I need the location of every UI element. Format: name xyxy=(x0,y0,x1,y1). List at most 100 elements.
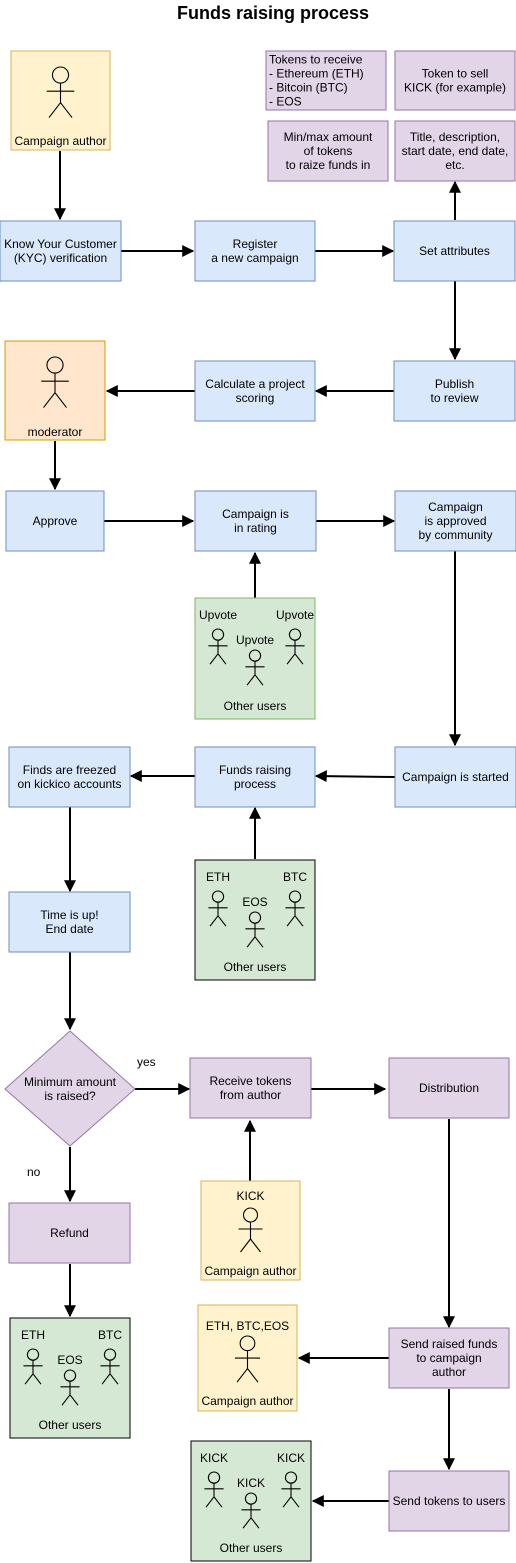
node-time-up: Time is up!End date xyxy=(8,891,131,953)
node-kyc: Know Your Customer(KYC) verification xyxy=(0,220,122,282)
node-send-tokens-box xyxy=(388,1470,510,1532)
node-register-line-1: Register xyxy=(233,237,278,251)
node-refund-line-1: Refund xyxy=(50,1226,89,1240)
yes-label: yes xyxy=(137,1055,156,1069)
node-approved-community-line-2: is approved xyxy=(424,514,486,528)
node-approved-community-line-3: by community xyxy=(418,528,492,542)
users-crypto-in-user-middle-icon xyxy=(245,911,265,948)
node-set-attributes: Set attributes xyxy=(393,220,516,282)
node-token-sell-line-2: KICK (for example) xyxy=(404,81,506,95)
node-calc-scoring-line-1: Calculate a project xyxy=(205,377,305,391)
node-in-rating: Campaign isin rating xyxy=(194,490,317,552)
node-refund-box xyxy=(8,1202,131,1264)
no-label: no xyxy=(27,1165,41,1179)
node-time-up-line-1: Time is up! xyxy=(40,908,98,922)
actor-author-kick-figure-icon xyxy=(238,1207,263,1253)
node-in-rating-box xyxy=(194,490,317,552)
users-crypto-in-caption: Other users xyxy=(224,960,287,974)
users-refund-user-left-icon xyxy=(23,1348,43,1385)
node-title-desc-line-2: start date, end date, xyxy=(402,144,509,158)
users-upvote-user-middle-icon xyxy=(245,649,265,686)
users-crypto-in-user-right-icon xyxy=(285,890,305,927)
users-kick-user-left-icon xyxy=(204,1471,224,1508)
node-tokens-receive-line-1: Tokens to receive xyxy=(269,53,363,67)
users-refund-caption: Other users xyxy=(39,1418,102,1432)
node-send-funds-box xyxy=(388,1327,510,1389)
node-send-funds-line-3: author xyxy=(432,1365,466,1379)
node-title-desc-line-3: etc. xyxy=(445,158,464,172)
node-send-tokens-line-1: Send tokens to users xyxy=(393,1494,506,1508)
node-finds-freezed-line-1: Finds are freezed xyxy=(23,763,116,777)
decision-diamond xyxy=(4,1030,136,1147)
node-send-tokens: Send tokens to users xyxy=(388,1470,510,1532)
users-upvote-middle-label: Upvote xyxy=(236,633,274,647)
users-refund-left-label: ETH xyxy=(21,1328,45,1342)
node-tokens-receive-line-4: - EOS xyxy=(269,95,302,109)
users-upvote-caption: Other users xyxy=(224,699,287,713)
node-receive-tokens-line-1: Receive tokens xyxy=(209,1074,291,1088)
actor-campaign-author: Campaign author xyxy=(10,50,111,151)
users-upvote-right-label: Upvote xyxy=(276,608,314,622)
users-kick-user-middle-icon xyxy=(241,1492,261,1529)
actor-campaign-author-caption: Campaign author xyxy=(14,134,106,148)
node-funds-raising-box xyxy=(194,746,316,808)
node-tokens-receive-line-2: - Ethereum (ETH) xyxy=(269,67,364,81)
node-kyc-line-1: Know Your Customer xyxy=(4,237,117,251)
node-min-raised-line-1: Minimum amount xyxy=(24,1075,117,1089)
users-upvote-left-label: Upvote xyxy=(199,608,237,622)
node-approve-line-1: Approve xyxy=(33,514,78,528)
node-time-up-box xyxy=(8,891,131,953)
node-publish-box xyxy=(393,360,516,422)
node-approve-box xyxy=(5,490,105,552)
node-send-funds-line-1: Send raised funds xyxy=(401,1337,498,1351)
node-distribution-line-1: Distribution xyxy=(419,1081,479,1095)
users-crypto-in-left-label: ETH xyxy=(206,870,230,884)
node-kyc-box xyxy=(0,220,122,282)
node-distribution-box xyxy=(388,1057,510,1119)
node-kyc-line-2: (KYC) verification xyxy=(14,251,107,265)
actor-moderator: moderator xyxy=(4,340,106,441)
actor-author-funds-caption: Campaign author xyxy=(201,1394,293,1408)
users-upvote-user-right-icon xyxy=(285,628,305,665)
node-receive-tokens-line-2: from author xyxy=(220,1088,281,1102)
node-campaign-started-box xyxy=(394,746,516,808)
node-receive-tokens-box xyxy=(189,1057,312,1119)
node-publish-line-1: Publish xyxy=(435,377,474,391)
users-crypto-in-user-left-icon xyxy=(208,890,228,927)
node-token-sell-box xyxy=(394,50,516,111)
node-tokens-receive: Tokens to receive- Ethereum (ETH)- Bitco… xyxy=(265,50,387,111)
node-approved-community-box xyxy=(394,490,516,552)
node-in-rating-line-2: in rating xyxy=(234,521,277,535)
actor-author-funds: ETH, BTC,EOS Campaign author xyxy=(197,1304,298,1412)
edges xyxy=(49,151,461,1507)
users-kick-left-label: KICK xyxy=(200,1451,228,1465)
actor-author-kick-label: KICK xyxy=(236,1189,264,1203)
node-finds-freezed-box xyxy=(8,746,131,808)
users-upvote-user-left-icon xyxy=(208,628,228,665)
edge-started-funds xyxy=(314,770,396,783)
node-title-desc-box xyxy=(394,120,516,182)
node-send-funds-line-2: to campaign xyxy=(416,1351,481,1365)
node-title-desc: Title, description,start date, end date,… xyxy=(394,120,516,182)
node-publish-line-2: to review xyxy=(430,391,478,405)
node-distribution: Distribution xyxy=(388,1057,510,1119)
actor-moderator-box xyxy=(4,340,106,441)
node-time-up-line-2: End date xyxy=(45,922,93,936)
node-minmax-line-1: Min/max amount xyxy=(284,130,373,144)
actor-author-funds-label: ETH, BTC,EOS xyxy=(206,1319,289,1333)
actor-moderator-figure-icon xyxy=(41,356,69,408)
